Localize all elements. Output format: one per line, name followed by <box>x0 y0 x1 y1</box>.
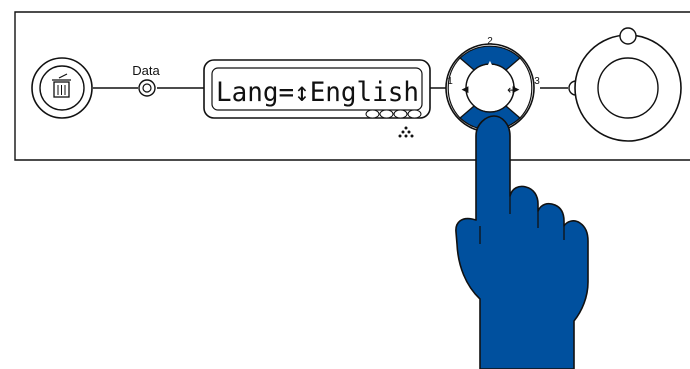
pointing-hand-icon <box>455 115 589 369</box>
lcd-display: Lang=↕English <box>203 59 431 138</box>
right-button-number: 3 <box>534 76 540 87</box>
lcd-text: Lang=↕English <box>216 77 419 108</box>
left-button-number: 1 <box>447 76 453 87</box>
left-arrow-icon: ◀ <box>462 85 469 95</box>
lcd-indicator-light <box>393 109 408 119</box>
lcd-indicator-light <box>379 109 394 119</box>
right-arrow-icon: ▶ <box>513 85 520 95</box>
lcd-indicator-light <box>407 109 422 119</box>
power-dial-icon <box>568 27 682 142</box>
lcd-indicator-light <box>365 109 380 119</box>
data-led-icon <box>138 79 156 97</box>
right-button[interactable]: ▶ <box>505 57 533 119</box>
paper-indicator-icon <box>398 126 414 138</box>
up-button-number: 2 <box>487 36 493 47</box>
up-arrow-icon: ▲ <box>487 59 494 68</box>
cancel-button[interactable] <box>31 57 93 119</box>
enter-icon: ↵ <box>507 83 517 97</box>
lcd-indicator-lights <box>365 109 422 119</box>
panel-outline <box>14 11 690 161</box>
left-button[interactable]: ◀ <box>447 57 475 119</box>
trash-icon <box>52 73 71 98</box>
data-label: Data <box>132 63 160 78</box>
